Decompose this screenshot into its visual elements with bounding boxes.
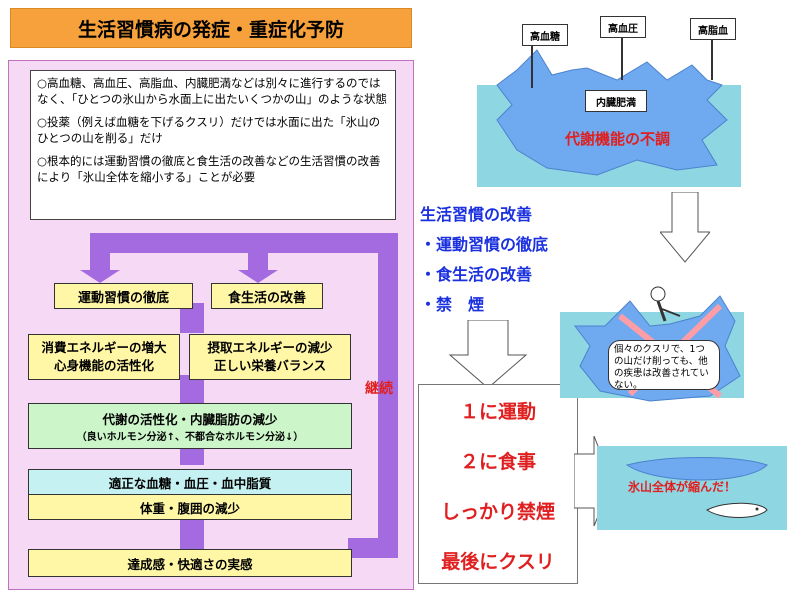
energy-out-box: 消費エネルギーの増大 心身機能の活性化 <box>28 334 180 380</box>
note-1: ○高血糖、高血圧、高脂血、内臓肥満などは別々に進行するのではなく、「ひとつの氷山… <box>37 76 387 106</box>
iceberg-full <box>496 49 728 176</box>
lifestyle-item-diet: ・食生活の改善 <box>420 265 533 284</box>
iceberg-label: 代謝機能の不調 <box>565 130 671 148</box>
metabolism-subtext: （良いホルモン分泌↑、不都合なホルモン分泌↓） <box>76 432 304 443</box>
note-3: ○根本的には運動習慣の徹底と食生活の改善などの生活習慣の改善により「氷山全体を縮… <box>37 154 381 184</box>
priorities-box: １に運動 ２に食事 しっかり禁煙 最後にクスリ <box>418 384 578 584</box>
energy-in-box: 摂取エネルギーの減少 正しい栄養バランス <box>189 334 351 380</box>
achievement-box: 達成感・快適さの実感 <box>28 549 352 577</box>
flag-high-pressure: 高血圧 <box>600 16 646 38</box>
medicine-note: 個々のクスリで、1つの山だけ削っても、他の疾患は改善されていない。 <box>608 340 720 391</box>
notes-box: ○高血糖、高血圧、高脂血、内臓肥満などは別々に進行するのではなく、「ひとつの氷山… <box>30 70 396 220</box>
metabolism-box: 代謝の活性化・内臓脂肪の減少 （良いホルモン分泌↑、不都合なホルモン分泌↓） <box>28 403 352 449</box>
priority-2: ２に食事 <box>459 451 536 473</box>
flag-high-lipid: 高脂血 <box>690 18 736 40</box>
down-arrow-right <box>660 192 710 263</box>
lifestyle-item-smoking: ・禁 煙 <box>420 295 485 314</box>
flag-visceral-fat: 内臓肥満 <box>585 90 647 112</box>
weight-box: 体重・腹囲の減少 <box>28 494 352 520</box>
iceberg-small <box>625 457 768 518</box>
priority-4: 最後にクスリ <box>441 551 555 573</box>
flag-high-sugar: 高血糖 <box>522 24 568 46</box>
blood-box: 適正な血糖・血圧・血中脂質 <box>28 469 352 495</box>
page-title: 生活習慣病の発症・重症化予防 <box>10 8 412 48</box>
exercise-box: 運動習慣の徹底 <box>54 283 193 309</box>
metabolism-text: 代謝の活性化・内臓脂肪の減少 <box>102 412 278 427</box>
down-arrow-center <box>448 320 528 389</box>
priority-3: しっかり禁煙 <box>440 501 555 523</box>
lifestyle-item-exercise: ・運動習慣の徹底 <box>420 235 549 254</box>
priority-1: １に運動 <box>459 401 536 423</box>
shrunk-label: 氷山全体が縮んだ！ <box>628 480 737 494</box>
lifestyle-list: 生活習慣の改善 ・運動習慣の徹底 ・食生活の改善 ・禁 煙 <box>420 200 548 320</box>
diet-box: 食生活の改善 <box>211 283 323 309</box>
lifestyle-heading: 生活習慣の改善 <box>420 205 533 224</box>
note-2: ○投薬（例えば血糖を下げるクスリ）だけでは水面に出た「氷山のひとつの山を削る」だ… <box>37 115 381 145</box>
continue-label: 継続 <box>365 381 393 397</box>
